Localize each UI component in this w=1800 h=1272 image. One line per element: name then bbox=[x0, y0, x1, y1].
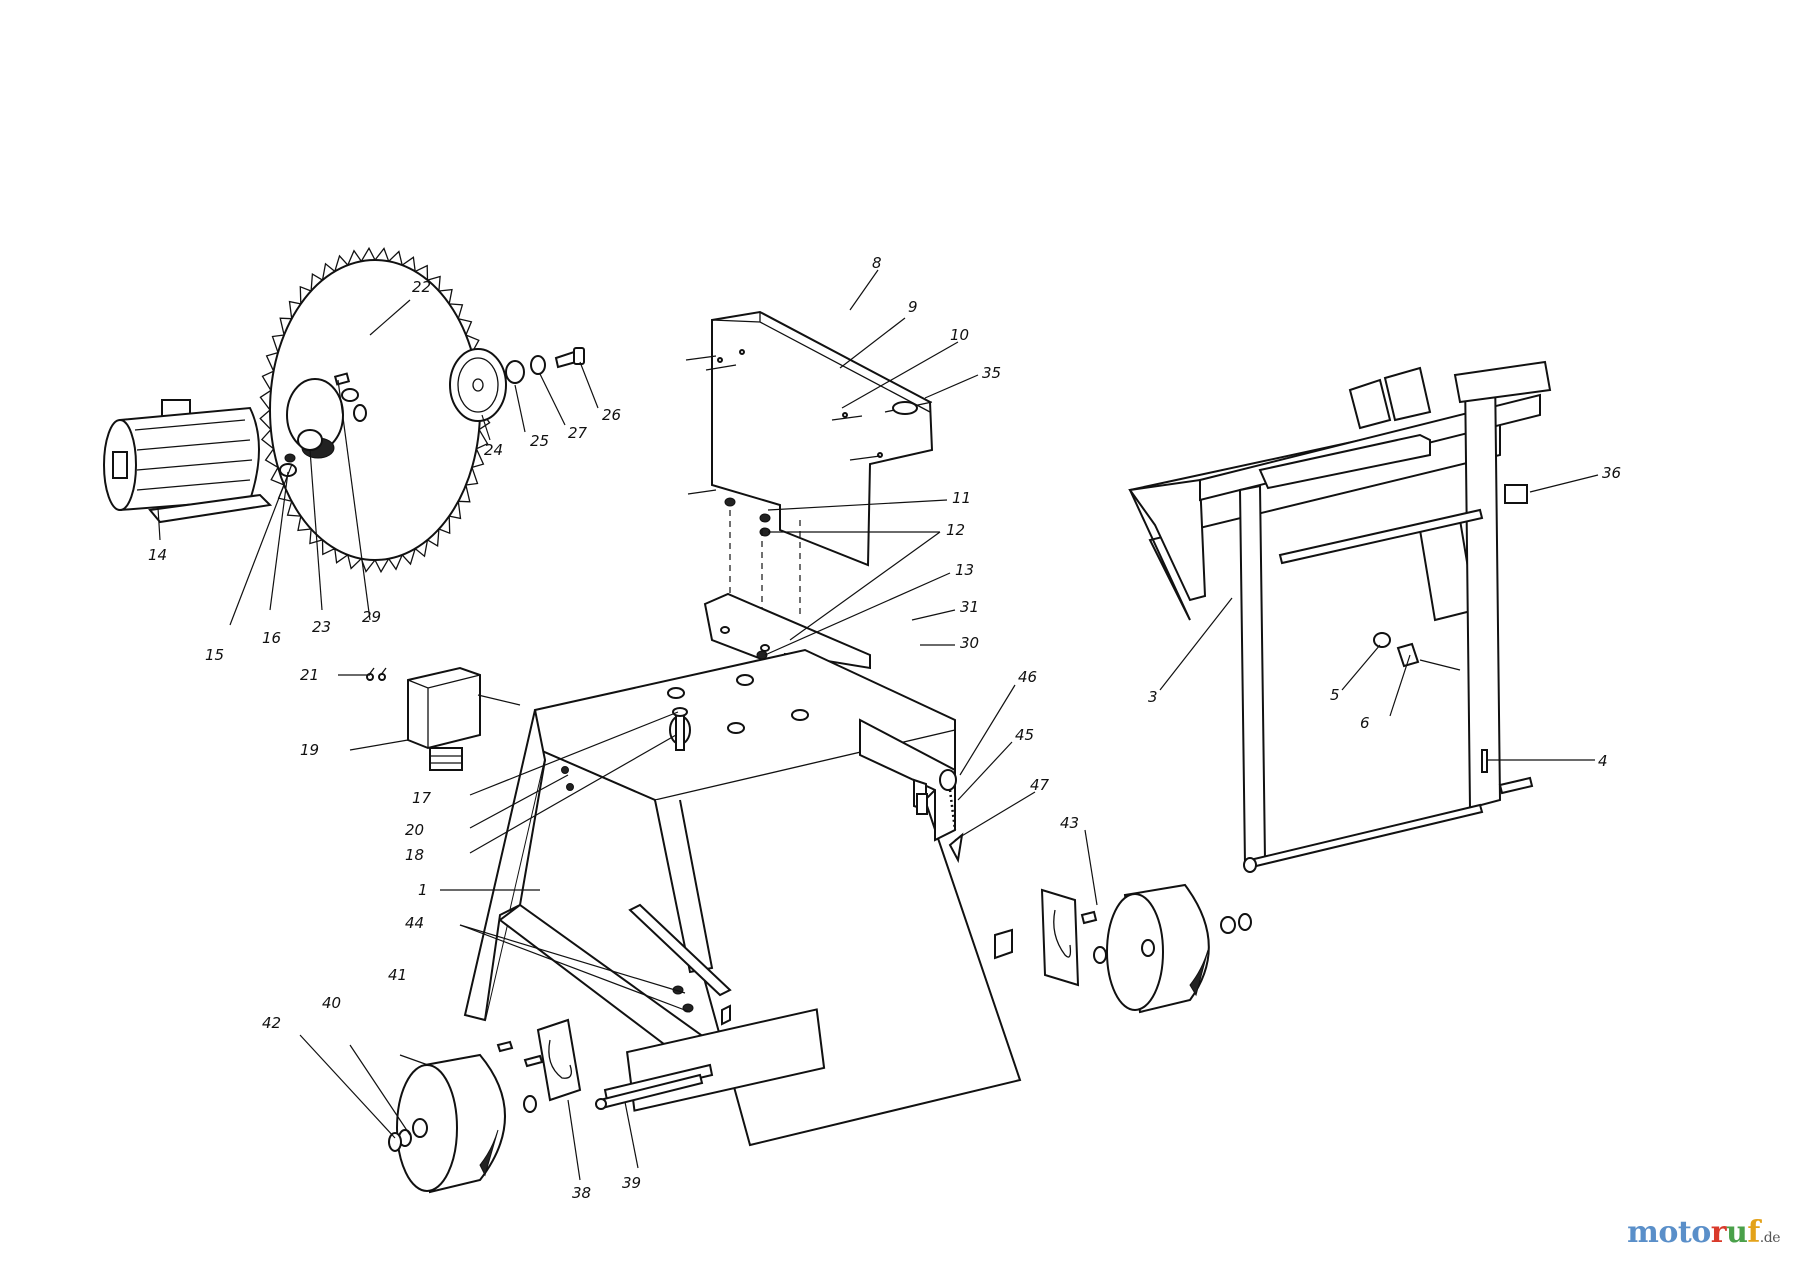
callout-27: 27 bbox=[568, 424, 588, 442]
brand-part-1: moto bbox=[1627, 1215, 1711, 1250]
brand-suffix: .de bbox=[1759, 1230, 1781, 1246]
callout-24: 24 bbox=[484, 441, 503, 459]
callout-21: 21 bbox=[300, 666, 319, 684]
washer-25 bbox=[505, 360, 525, 384]
washer-27 bbox=[530, 355, 546, 375]
callout-4: 4 bbox=[1598, 752, 1608, 770]
callout-36: 36 bbox=[1602, 464, 1621, 482]
callout-19: 19 bbox=[300, 741, 319, 759]
callout-35: 35 bbox=[982, 364, 1001, 382]
callout-20: 20 bbox=[405, 821, 424, 839]
nut-15 bbox=[284, 453, 296, 463]
callout-47: 47 bbox=[1030, 776, 1050, 794]
callout-43: 43 bbox=[1060, 814, 1079, 832]
sliding-table bbox=[1128, 360, 1552, 873]
wheel-bracket-left bbox=[496, 1018, 582, 1113]
bolt-17-18 bbox=[672, 707, 688, 751]
callout-12: 12 bbox=[946, 521, 965, 539]
callout-44: 44 bbox=[405, 914, 424, 932]
wheel-right bbox=[1106, 883, 1252, 1014]
callout-46: 46 bbox=[1018, 668, 1037, 686]
callout-31: 31 bbox=[960, 598, 979, 616]
callout-5: 5 bbox=[1330, 686, 1340, 704]
callout-18: 18 bbox=[405, 846, 424, 864]
screws-21 bbox=[366, 667, 387, 681]
frame bbox=[463, 648, 1022, 1147]
wheel-left bbox=[388, 1053, 506, 1194]
inner-flange bbox=[286, 372, 367, 459]
callout-1: 1 bbox=[418, 881, 428, 899]
callout-22: 22 bbox=[412, 278, 431, 296]
callout-17: 17 bbox=[412, 789, 432, 807]
callout-39: 39 bbox=[622, 1174, 641, 1192]
callout-labels: 22 8 9 10 35 11 12 13 31 30 46 45 47 43 … bbox=[148, 254, 1621, 1202]
saw-teeth bbox=[259, 246, 491, 574]
callout-42: 42 bbox=[262, 1014, 281, 1032]
callout-38: 38 bbox=[572, 1184, 591, 1202]
callout-9: 9 bbox=[908, 298, 918, 316]
callout-23: 23 bbox=[312, 618, 331, 636]
blade-guard bbox=[685, 310, 934, 567]
callout-25: 25 bbox=[530, 432, 549, 450]
switch-box bbox=[407, 666, 481, 771]
callout-3: 3 bbox=[1148, 688, 1158, 706]
brand-part-2: r bbox=[1710, 1215, 1727, 1250]
callout-13: 13 bbox=[955, 561, 974, 579]
callout-14: 14 bbox=[148, 546, 167, 564]
callout-45: 45 bbox=[1015, 726, 1034, 744]
bolt-26 bbox=[554, 347, 585, 369]
callout-41: 41 bbox=[388, 966, 407, 984]
callout-leaders bbox=[157, 269, 1599, 1181]
callout-6: 6 bbox=[1360, 714, 1370, 732]
axle bbox=[595, 1073, 704, 1110]
brand-part-4: f bbox=[1747, 1215, 1760, 1250]
callout-10: 10 bbox=[950, 326, 969, 344]
callout-11: 11 bbox=[952, 489, 971, 507]
motor bbox=[103, 399, 313, 524]
brand-part-3: u bbox=[1726, 1215, 1748, 1250]
wheel-bracket-right bbox=[1040, 888, 1107, 987]
callout-15: 15 bbox=[205, 646, 224, 664]
outer-flange bbox=[449, 348, 507, 422]
brand-logo: motoruf.de bbox=[1627, 1215, 1780, 1250]
callout-29: 29 bbox=[362, 608, 381, 626]
callout-30: 30 bbox=[960, 634, 979, 652]
callout-16: 16 bbox=[262, 629, 281, 647]
callout-26: 26 bbox=[602, 406, 621, 424]
callout-8: 8 bbox=[872, 254, 882, 272]
callout-40: 40 bbox=[322, 994, 341, 1012]
